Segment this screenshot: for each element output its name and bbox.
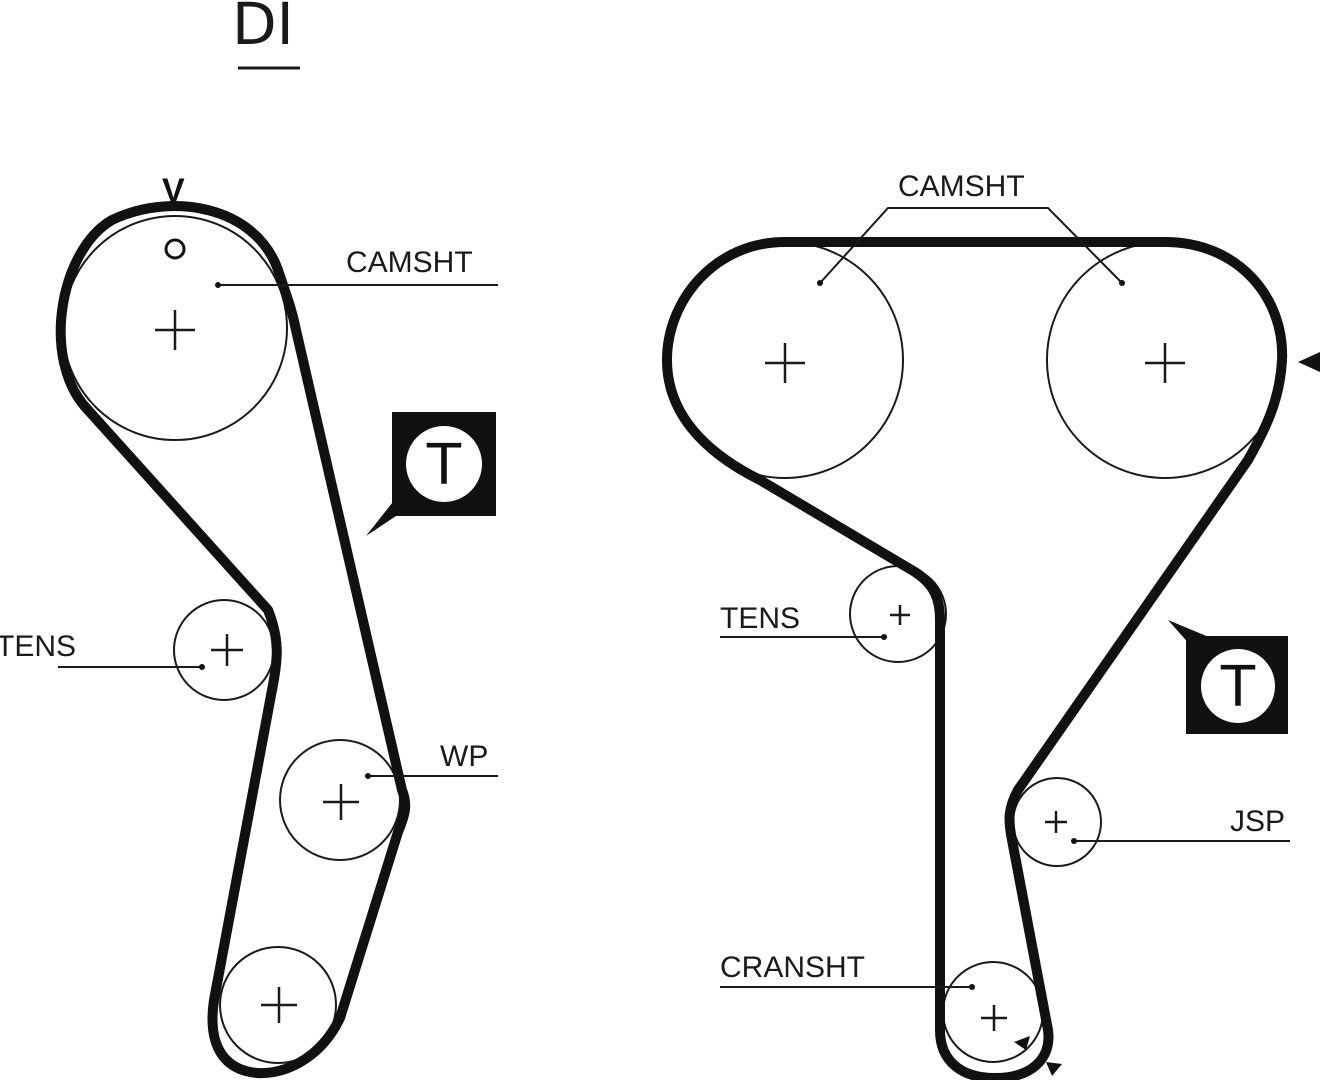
right-crank-arrow-2-icon	[1046, 1062, 1062, 1076]
left-center-marks	[155, 310, 359, 1023]
left-tension-icon: T	[426, 433, 462, 498]
right-camshaft-label: CAMSHT	[898, 170, 1025, 203]
right-timing-belt	[662, 237, 1288, 1080]
right-center-marks	[765, 343, 1185, 1031]
left-timing-dot	[164, 238, 186, 260]
right-crankshaft-label: CRANSHT	[720, 951, 865, 984]
left-water-pump-label: WP	[440, 740, 488, 773]
right-jackshaft-label: JSP	[1230, 805, 1285, 838]
right-tensioner-label: TENS	[720, 602, 800, 635]
left-camshaft-label: CAMSHT	[346, 246, 473, 279]
right-tension-badge: T	[1168, 620, 1288, 734]
right-camshaft-arrow-icon	[1298, 352, 1320, 372]
header: DI	[232, 0, 300, 70]
left-timing-mark: V	[162, 172, 185, 210]
right-timing-arrows	[1014, 352, 1320, 1076]
left-diagram: V CAMSHT TENS WP T	[0, 172, 498, 1079]
right-crank-arrow-icon	[1014, 1036, 1030, 1050]
left-timing-belt	[55, 201, 411, 1079]
left-crankshaft-pulley	[219, 946, 337, 1064]
header-text: DI	[232, 0, 294, 58]
left-leader-lines	[58, 284, 498, 777]
left-tension-badge: T	[366, 412, 496, 536]
right-tension-icon: T	[1220, 655, 1256, 720]
right-diagram: CAMSHT TENS JSP CRANSHT	[662, 170, 1320, 1080]
left-tensioner-label: TENS	[0, 630, 76, 663]
right-camshaft-leaders	[819, 207, 1123, 284]
right-leader-lines	[720, 636, 1290, 988]
